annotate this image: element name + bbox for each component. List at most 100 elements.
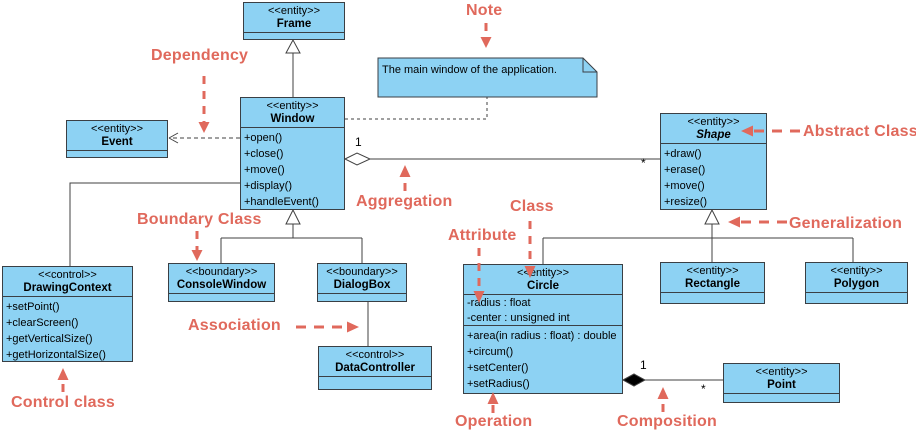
generalization-annotation-arrow bbox=[728, 216, 787, 228]
class-name: Shape bbox=[696, 129, 731, 141]
multiplicity-composition-1: 1 bbox=[640, 358, 647, 372]
class-name: Point bbox=[767, 379, 796, 391]
operations-compartment: +draw() +erase() +move() +resize() bbox=[661, 143, 766, 209]
annotation-dependency: Dependency bbox=[151, 47, 249, 64]
class-title: <<entity>> Window bbox=[241, 98, 344, 127]
operation: +open() bbox=[244, 132, 283, 144]
annotation-boundary-class: Boundary Class bbox=[137, 211, 262, 228]
annotation-association: Association bbox=[188, 317, 281, 334]
boundary-class-annotation-arrow bbox=[191, 231, 203, 261]
stereotype: <<entity>> bbox=[266, 100, 319, 112]
operation: +setCenter() bbox=[467, 362, 529, 374]
uml-class-shape: <<entity>> Shape +draw() +erase() +move(… bbox=[660, 113, 767, 210]
operation: +erase() bbox=[664, 164, 706, 176]
stereotype: <<entity>> bbox=[830, 265, 883, 277]
class-name: Rectangle bbox=[685, 278, 740, 290]
class-name: DialogBox bbox=[333, 279, 391, 291]
annotation-class: Class bbox=[510, 198, 554, 215]
empty-compartment bbox=[724, 393, 839, 402]
operation: +area(in radius : float) : double bbox=[467, 330, 617, 342]
stereotype: <<entity>> bbox=[687, 116, 740, 128]
annotation-abstract-class: Abstract Class bbox=[803, 123, 916, 140]
class-name: Polygon bbox=[833, 278, 880, 290]
stereotype: <<entity>> bbox=[517, 267, 569, 279]
class-title: <<control>> DataController bbox=[319, 347, 431, 376]
operation: +move() bbox=[664, 180, 705, 192]
empty-compartment bbox=[661, 292, 764, 303]
operation: +close() bbox=[244, 148, 284, 160]
operation: +clearScreen() bbox=[6, 317, 79, 329]
annotation-composition: Composition bbox=[617, 413, 717, 430]
uml-class-event: <<entity>> Event bbox=[66, 120, 168, 158]
operation: +resize() bbox=[664, 196, 708, 208]
annotation-note: Note bbox=[466, 2, 503, 19]
operation: +setRadius() bbox=[467, 378, 530, 390]
class-name: Frame bbox=[276, 18, 312, 30]
association-annotation-arrow bbox=[296, 321, 359, 333]
class-title: <<entity>> Frame bbox=[244, 3, 344, 32]
class-title: <<boundary>> DialogBox bbox=[318, 264, 406, 293]
annotation-control-class: Control class bbox=[11, 394, 115, 411]
stereotype: <<entity>> bbox=[91, 123, 143, 135]
class-title: <<entity>> Event bbox=[67, 121, 167, 150]
note-text: The main window of the application. bbox=[382, 64, 557, 76]
stereotype: <<boundary>> bbox=[185, 266, 258, 278]
stereotype: <<entity>> bbox=[268, 5, 320, 17]
dependency-annotation-arrow bbox=[198, 76, 210, 133]
uml-class-window: <<entity>> Window +open() +close() +move… bbox=[240, 97, 345, 210]
empty-compartment bbox=[806, 292, 907, 303]
class-title: <<boundary>> ConsoleWindow bbox=[169, 264, 274, 293]
empty-compartment bbox=[67, 150, 167, 159]
stereotype: <<boundary>> bbox=[326, 266, 398, 278]
empty-compartment bbox=[318, 293, 406, 302]
uml-class-point: <<entity>> Point bbox=[723, 363, 840, 403]
annotation-generalization: Generalization bbox=[789, 215, 903, 232]
attributes-compartment: -radius : float -center : unsigned int bbox=[464, 294, 622, 325]
attribute: -center : unsigned int bbox=[467, 312, 570, 324]
aggregation-annotation-arrow bbox=[399, 165, 411, 191]
composition-circle-point bbox=[621, 373, 723, 387]
class-name: Circle bbox=[527, 280, 559, 292]
class-title: <<control>> DrawingContext bbox=[3, 267, 132, 296]
annotation-attribute: Attribute bbox=[448, 227, 517, 244]
composition-annotation-arrow bbox=[657, 387, 669, 412]
uml-class-polygon: <<entity>> Polygon bbox=[805, 262, 908, 304]
note-anchor-line bbox=[345, 97, 488, 120]
control-class-annotation-arrow bbox=[57, 368, 69, 392]
stereotype: <<entity>> bbox=[686, 265, 739, 277]
class-name: ConsoleWindow bbox=[176, 279, 267, 291]
class-name: Event bbox=[101, 136, 133, 148]
class-title: <<entity>> Shape bbox=[661, 114, 766, 143]
stereotype: <<entity>> bbox=[755, 366, 808, 378]
class-title: <<entity>> Rectangle bbox=[661, 263, 764, 292]
uml-class-frame: <<entity>> Frame bbox=[243, 2, 345, 40]
operation: +handleEvent() bbox=[244, 196, 319, 208]
empty-compartment bbox=[319, 376, 431, 389]
stereotype: <<control>> bbox=[38, 269, 97, 281]
uml-class-dialogbox: <<boundary>> DialogBox bbox=[317, 263, 407, 302]
uml-class-rectangle: <<entity>> Rectangle bbox=[660, 262, 765, 304]
operation: +display() bbox=[244, 180, 292, 192]
operation: +circum() bbox=[467, 346, 514, 358]
operation: +move() bbox=[244, 164, 285, 176]
operation: +draw() bbox=[664, 148, 702, 160]
multiplicity-aggregation-1: 1 bbox=[355, 135, 362, 149]
empty-compartment bbox=[169, 293, 274, 302]
operation-annotation-arrow bbox=[487, 392, 499, 413]
class-title: <<entity>> Polygon bbox=[806, 263, 907, 292]
multiplicity-aggregation-many: * bbox=[641, 156, 646, 170]
annotation-operation: Operation bbox=[455, 413, 533, 430]
attribute: -radius : float bbox=[467, 297, 531, 309]
class-name: DrawingContext bbox=[23, 282, 112, 294]
uml-class-drawingcontext: <<control>> DrawingContext +setPoint() +… bbox=[2, 266, 133, 362]
class-name: DataController bbox=[335, 362, 415, 374]
operations-compartment: +area(in radius : float) : double +circu… bbox=[464, 325, 622, 393]
annotation-aggregation: Aggregation bbox=[356, 193, 453, 210]
operation: +setPoint() bbox=[6, 301, 60, 313]
uml-class-consolewindow: <<boundary>> ConsoleWindow bbox=[168, 263, 275, 302]
class-title: <<entity>> Point bbox=[724, 364, 839, 393]
aggregation-window-shape bbox=[343, 152, 660, 166]
uml-class-datacontroller: <<control>> DataController bbox=[318, 346, 432, 390]
class-title: <<entity>> Circle bbox=[464, 265, 622, 294]
